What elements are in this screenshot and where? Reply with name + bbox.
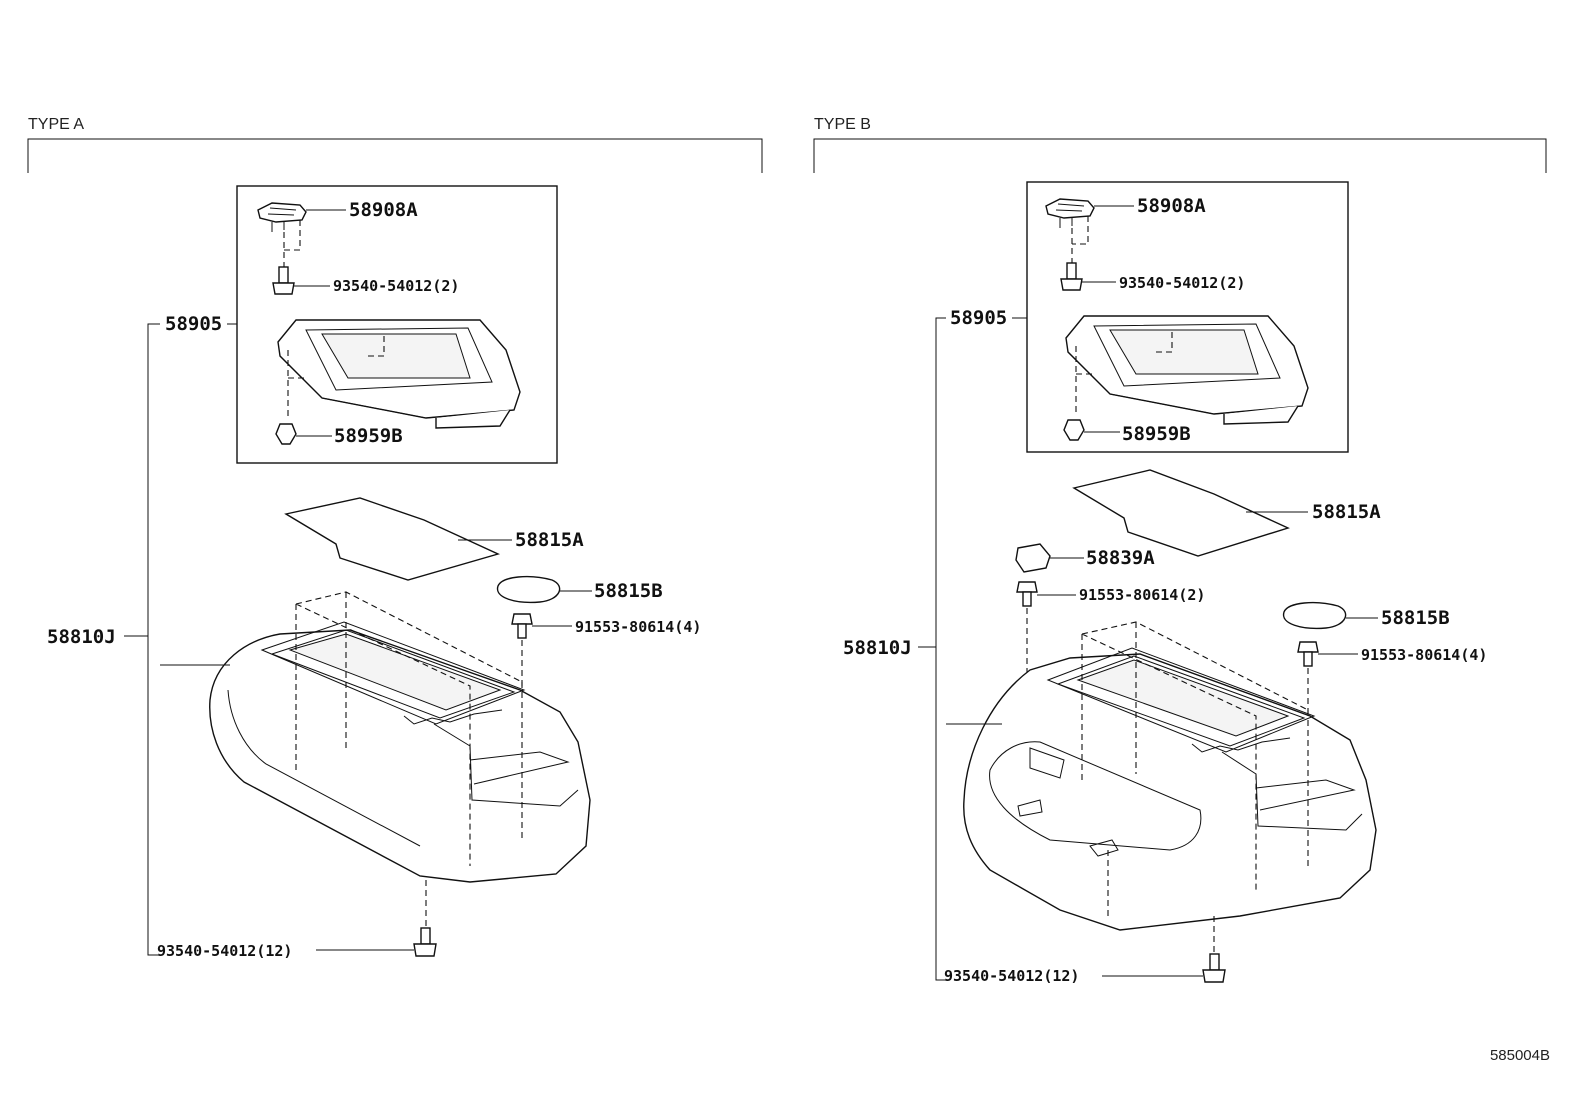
type-b-label-93540-2: 93540-54012(2) [1119, 274, 1245, 292]
type-b-mat-58815a [1072, 469, 1290, 557]
type-b-cap-58839a [1015, 543, 1051, 573]
type-a-label-58959b: 58959B [334, 425, 403, 447]
type-a-bolt-bottom [413, 927, 437, 957]
type-b-bolt-small [1060, 262, 1083, 291]
type-b-label-58815b: 58815B [1381, 607, 1450, 629]
type-b-bolt-bottom [1202, 953, 1226, 983]
type-a-mat-58815a [284, 497, 501, 581]
type-a-clip-58908a [257, 202, 307, 232]
type-b-label-58815a: 58815A [1312, 501, 1381, 523]
panel-type-b: TYPE B 58908A 93540-54012(2) [813, 116, 1547, 985]
type-b-label-58959b: 58959B [1122, 423, 1191, 445]
type-b-label-58905: 58905 [950, 307, 1007, 329]
type-a-console-body [209, 621, 591, 883]
type-a-label-58815b: 58815B [594, 580, 663, 602]
diagram-reference-id: 585004B [1490, 1047, 1550, 1064]
type-a-label-93540-12: 93540-54012(12) [157, 942, 292, 960]
type-b-bolt-91553-4 [1297, 641, 1319, 667]
type-b-bracket [813, 138, 1547, 173]
type-a-label-93540-2: 93540-54012(2) [333, 277, 459, 295]
type-b-pad-58815b [1282, 601, 1347, 630]
type-b-clip-58908a [1045, 198, 1095, 228]
type-a-bolt-small [272, 266, 295, 295]
type-b-label-91553-2: 91553-80614(2) [1079, 586, 1205, 604]
type-a-label-91553-4: 91553-80614(4) [575, 618, 701, 636]
type-a-clip-58959b [275, 423, 297, 445]
type-b-bolt-91553-2 [1016, 581, 1038, 607]
type-b-label-91553-4: 91553-80614(4) [1361, 646, 1487, 664]
type-a-label-58815a: 58815A [515, 529, 584, 551]
type-a-label-58905: 58905 [165, 313, 222, 335]
type-b-armrest-lid [1065, 315, 1309, 425]
type-b-label-58810j: 58810J [843, 637, 912, 659]
type-a-bracket [27, 138, 763, 173]
type-b-clip-58959b [1063, 419, 1085, 441]
type-a-pad-58815b [496, 575, 561, 604]
panel-type-a: TYPE A 58908A 93540-54012(2) [27, 116, 763, 960]
type-a-label-58810j: 58810J [47, 626, 116, 648]
type-b-console-body [963, 647, 1377, 931]
type-a-label: TYPE A [28, 116, 84, 133]
type-b-label-58839a: 58839A [1086, 547, 1155, 569]
type-b-label-58908a: 58908A [1137, 195, 1206, 217]
type-b-label-93540-12: 93540-54012(12) [944, 967, 1079, 985]
type-a-bolt-91553 [511, 613, 533, 639]
type-a-label-58908a: 58908A [349, 199, 418, 221]
type-b-label: TYPE B [814, 116, 871, 133]
type-b-cover-box [1026, 181, 1349, 453]
type-a-armrest-lid [277, 319, 521, 429]
